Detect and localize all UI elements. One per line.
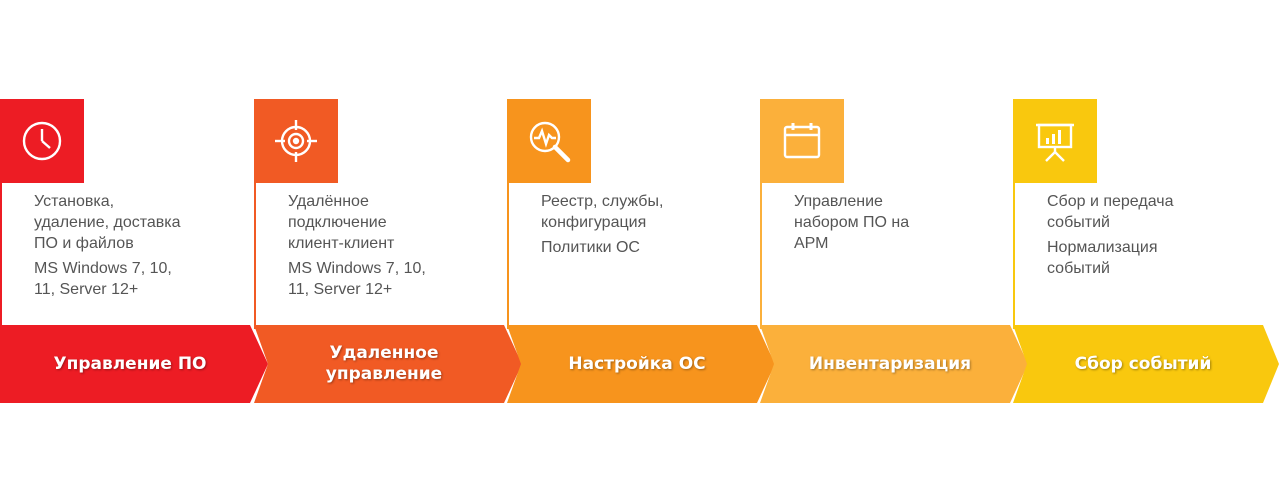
clock-icon [22,121,62,161]
step-label: Настройка ОС [568,353,706,374]
step-icon-box [1013,99,1097,183]
step-card: Удалённое подключение клиент-клиент MS W… [254,99,504,329]
description-line: Сбор и передача событий [1047,193,1174,231]
step-arrow [0,325,268,403]
step-description: Управление набором ПО на АРМ [794,191,1004,258]
step-card: Сбор и передача событий Нормализация соб… [1013,99,1263,329]
description-line: MS Windows 7, 10, 11, Server 12+ [288,260,426,298]
step-card: Управление набором ПО на АРМ [760,99,1010,329]
step-label: Инвентаризация [808,353,972,374]
description-line: Удалённое подключение клиент-клиент [288,193,395,252]
description-line: Установка, удаление, доставка ПО и файло… [34,193,181,252]
step-label: Удаленное управление [325,343,443,384]
step-arrow [254,325,522,403]
step-label: Сбор событий [1074,353,1212,374]
step-arrow [1013,325,1279,403]
description-line: Нормализация событий [1047,239,1158,277]
step-icon-box [0,99,84,183]
step-icon-box [507,99,591,183]
step-arrow [760,325,1028,403]
step-label: Управление ПО [53,353,207,374]
step-icon-box [254,99,338,183]
presentation-icon [1036,123,1074,162]
step-card: Установка, удаление, доставка ПО и файло… [0,99,250,329]
description-line: Управление набором ПО на АРМ [794,193,910,252]
step-description: Установка, удаление, доставка ПО и файло… [34,191,244,304]
step-arrow [507,325,775,403]
step-description: Удалённое подключение клиент-клиент MS W… [288,191,498,304]
description-line: Политики ОС [541,239,640,256]
step-icon-box [760,99,844,183]
target-icon [275,120,317,162]
step-description: Сбор и передача событий Нормализация соб… [1047,191,1257,283]
step-description: Реестр, службы, конфигурация Политики ОС [541,191,751,262]
description-line: Реестр, службы, конфигурация [541,193,664,231]
calendar-icon [783,123,821,159]
description-line: MS Windows 7, 10, 11, Server 12+ [34,260,172,298]
step-card: Реестр, службы, конфигурация Политики ОС [507,99,757,329]
magnifier-pulse-icon [529,121,571,163]
